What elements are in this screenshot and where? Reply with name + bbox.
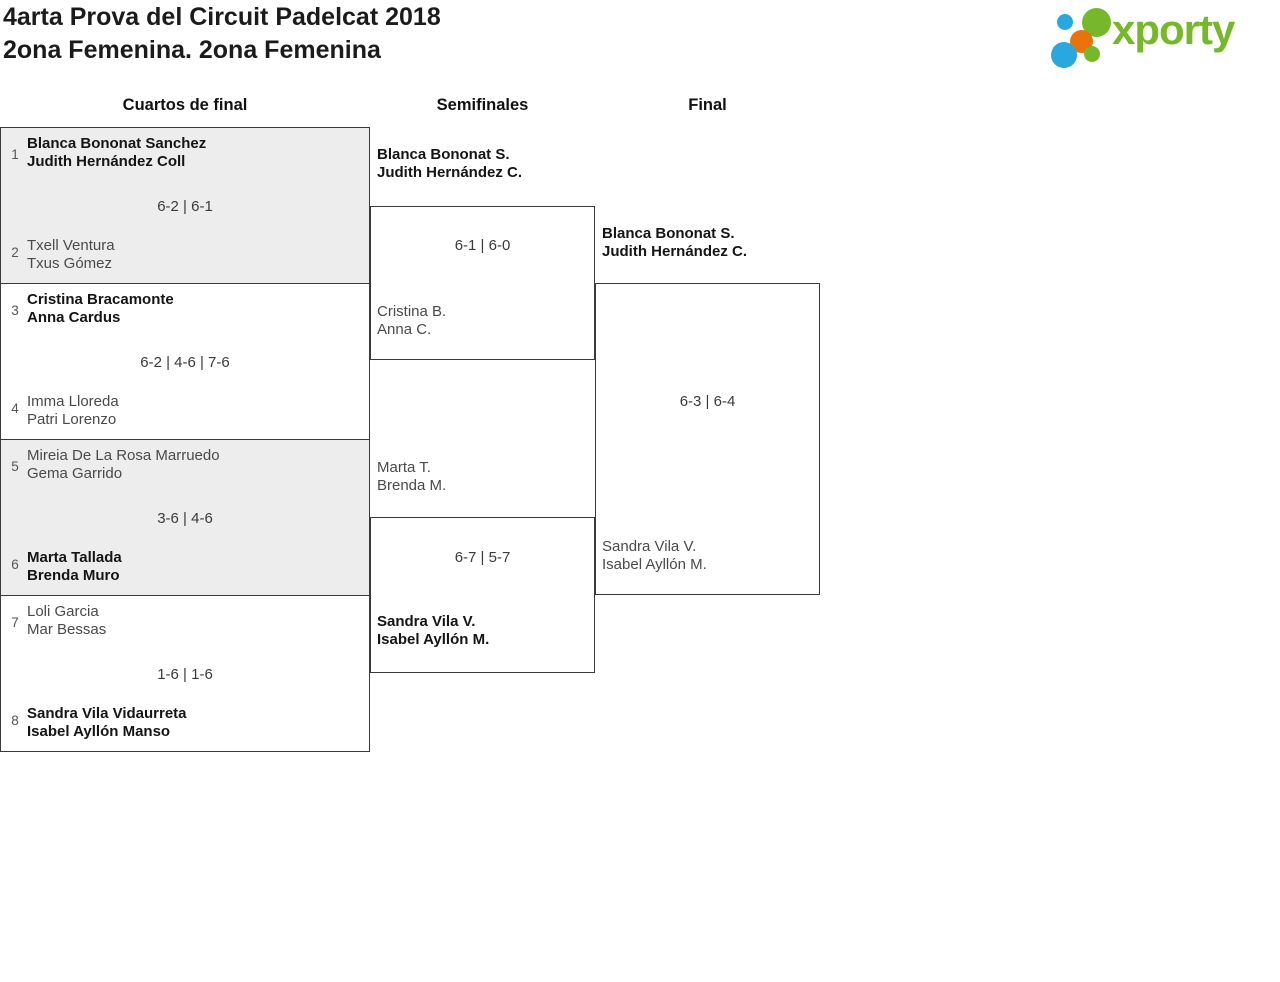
player-name: Marta Tallada [27,549,122,566]
player-name: Imma Lloreda [27,393,119,410]
player-name: Blanca Bononat S. [377,146,510,163]
seed-number: 1 [11,147,19,162]
player-name: Judith Hernández Coll [27,153,186,170]
logo-dot-icon [1057,14,1073,30]
team-slot: Marta Tallada Brenda Muro [27,549,122,585]
match-final-box [595,283,820,595]
team-slot: Txell Ventura Txus Gómez [27,237,115,273]
player-name: Isabel Ayllón M. [377,631,490,648]
match-quarterfinal-1: 1 Blanca Bononat Sanchez Judith Hernánde… [0,127,370,284]
tournament-category: 2ona Femenina. 2ona Femenina [3,36,381,64]
logo-wordmark: xporty [1112,6,1235,53]
tournament-name: 4arta Prova del Circuit Padelcat 2018 [3,3,441,31]
team-slot: Blanca Bononat Sanchez Judith Hernández … [27,135,206,171]
team-slot: Marta T. Brenda M. [377,459,446,495]
team-slot: Sandra Vila V. Isabel Ayllón M. [602,538,707,574]
player-name: Cristina Bracamonte [27,291,174,308]
player-name: Sandra Vila V. [377,613,476,630]
match-score: 6-7 | 5-7 [454,549,511,566]
player-name: Judith Hernández C. [377,164,523,181]
seed-number: 7 [11,615,19,630]
match-score: 3-6 | 4-6 [157,510,213,527]
match-score: 6-1 | 6-0 [454,237,511,254]
page-title: 4arta Prova del Circuit Padelcat 2018 2o… [3,1,441,67]
round-header-quarterfinals: Cuartos de final [122,96,248,114]
round-header-final: Final [688,96,727,114]
player-name: Marta T. [377,459,431,476]
team-slot: Mireia De La Rosa Marruedo Gema Garrido [27,447,220,483]
logo-dot-icon [1084,46,1100,62]
player-name: Loli Garcia [27,603,99,620]
player-name: Isabel Ayllón M. [602,556,707,573]
player-name: Cristina B. [377,303,447,320]
player-name: Mar Bessas [27,621,107,638]
match-score: 6-2 | 6-1 [157,198,213,215]
match-score: 6-2 | 4-6 | 7-6 [140,354,230,371]
match-quarterfinal-2: 3 Cristina Bracamonte Anna Cardus 6-2 | … [0,283,370,440]
team-slot: Blanca Bononat S. Judith Hernández C. [377,146,522,182]
player-name: Anna Cardus [27,309,121,326]
seed-number: 6 [11,557,19,572]
player-name: Sandra Vila V. [602,538,697,555]
match-quarterfinal-3: 5 Mireia De La Rosa Marruedo Gema Garrid… [0,439,370,596]
team-slot: Cristina B. Anna C. [377,303,446,339]
player-name: Brenda M. [377,477,447,494]
player-name: Blanca Bononat Sanchez [27,135,207,152]
player-name: Judith Hernández C. [602,243,748,260]
match-semifinal-2-box [370,517,595,673]
team-slot: Cristina Bracamonte Anna Cardus [27,291,174,327]
team-slot: Imma Lloreda Patri Lorenzo [27,393,119,429]
team-slot: Sandra Vila V. Isabel Ayllón M. [377,613,489,649]
player-name: Txell Ventura [27,237,115,254]
player-name: Isabel Ayllón Manso [27,723,171,740]
match-score: 1-6 | 1-6 [157,666,213,683]
player-name: Mireia De La Rosa Marruedo [27,447,220,464]
player-name: Sandra Vila Vidaurreta [27,705,187,722]
match-semifinal-1-box [370,206,595,360]
seed-number: 3 [11,303,19,318]
seed-number: 5 [11,459,19,474]
xporty-logo[interactable]: xporty [1048,4,1280,70]
logo-dot-icon [1051,42,1077,68]
player-name: Gema Garrido [27,465,123,482]
seed-number: 2 [11,245,19,260]
team-slot: Blanca Bononat S. Judith Hernández C. [602,225,747,261]
player-name: Blanca Bononat S. [602,225,735,242]
round-header-semifinals: Semifinales [436,96,529,114]
player-name: Brenda Muro [27,567,120,584]
player-name: Anna C. [377,321,432,338]
match-quarterfinal-4: 7 Loli Garcia Mar Bessas 1-6 | 1-6 Sandr… [0,595,370,752]
team-slot: Sandra Vila Vidaurreta Isabel Ayllón Man… [27,705,187,741]
seed-number: 4 [11,401,19,416]
player-name: Txus Gómez [27,255,113,272]
team-slot: Loli Garcia Mar Bessas [27,603,106,639]
seed-number: 8 [11,713,19,728]
match-score: 6-3 | 6-4 [679,393,736,410]
player-name: Patri Lorenzo [27,411,117,428]
